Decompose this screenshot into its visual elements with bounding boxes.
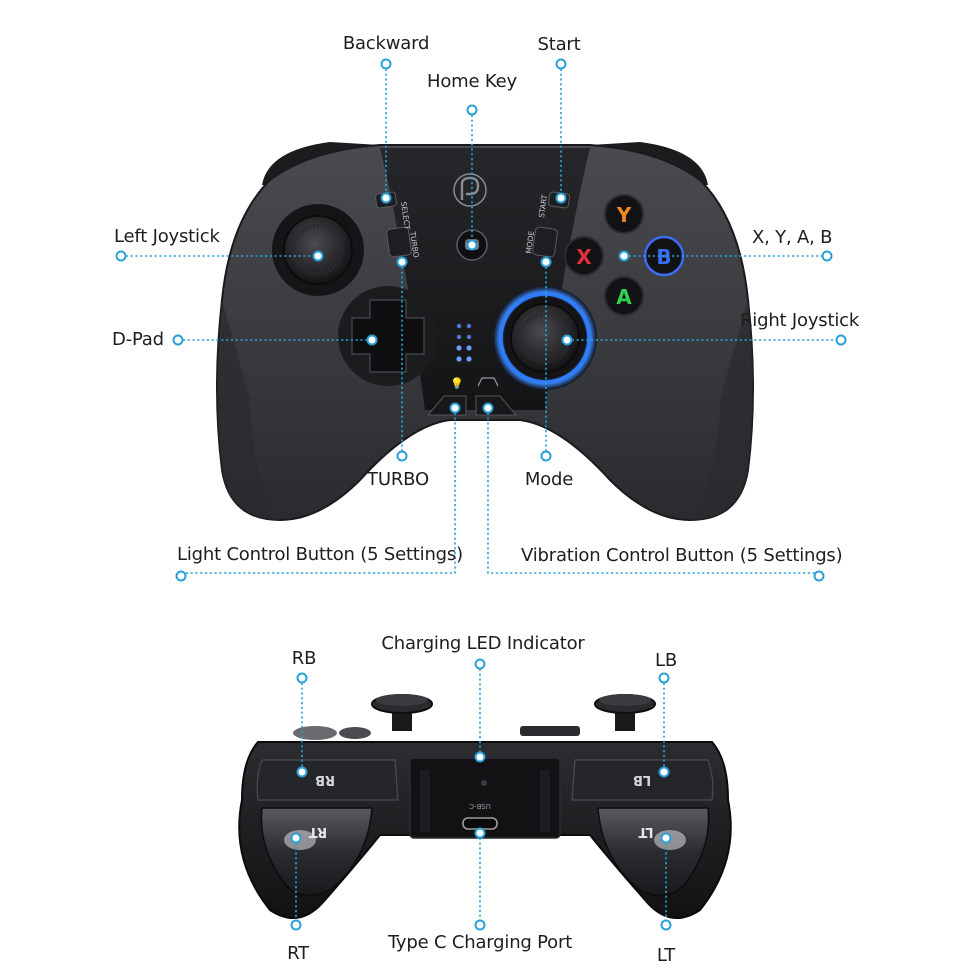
printed-select: SELECT [399, 201, 412, 231]
printed-start: START [537, 194, 549, 219]
right-joystick[interactable] [493, 286, 597, 390]
printed-lb: LB [633, 772, 651, 787]
rb-bumper[interactable] [256, 759, 399, 801]
charging-led [481, 780, 487, 786]
label-start: Start [537, 34, 581, 55]
label-charging-led: Charging LED Indicator [381, 633, 585, 654]
printed-rt: RT [309, 824, 327, 839]
rt-trigger[interactable] [260, 807, 373, 897]
lt-trigger[interactable] [597, 807, 710, 897]
light-bulb-icon: 💡 [450, 377, 464, 390]
label-lb: LB [655, 650, 677, 671]
label-home-key: Home Key [427, 71, 517, 92]
rear-controller: USB-C RB LB RT LT [238, 694, 732, 919]
svg-text:B: B [656, 245, 671, 269]
svg-text:A: A [616, 285, 632, 309]
face-buttons: Y X B A [564, 194, 685, 316]
svg-text:X: X [576, 245, 592, 269]
label-right-joystick: Right Joystick [740, 310, 860, 331]
d-pad[interactable] [338, 286, 438, 386]
label-type-c: Type C Charging Port [387, 932, 573, 953]
label-rt: RT [287, 943, 309, 964]
brand-logo-icon [453, 173, 487, 207]
label-turbo: TURBO [367, 469, 429, 490]
usb-c-port[interactable] [462, 817, 498, 830]
label-xyab: X, Y, A, B [752, 227, 833, 248]
label-lt: LT [656, 945, 676, 966]
label-mode: Mode [524, 469, 574, 490]
label-left-joystick: Left Joystick [114, 226, 220, 247]
x-button[interactable]: X [564, 236, 604, 276]
player-led-indicators [456, 323, 472, 362]
label-light-control: Light Control Button (5 Settings) [177, 544, 463, 565]
label-vibration-control: Vibration Control Button (5 Settings) [521, 545, 843, 566]
callout-lines [115, 58, 847, 931]
label-d-pad: D-Pad [112, 329, 164, 350]
rear-right-stick-top [594, 694, 656, 731]
label-rb: RB [291, 648, 317, 669]
front-controller: Y X B A 💡 SELECT [216, 142, 754, 522]
rear-left-stick-top [371, 694, 433, 731]
printed-mode: MODE [524, 230, 536, 254]
left-joystick[interactable] [272, 204, 364, 296]
turbo-button[interactable] [386, 226, 412, 258]
label-backward: Backward [342, 33, 430, 54]
printed-lt: LT [638, 824, 653, 839]
printed-rb: RB [315, 772, 335, 787]
printed-turbo: TURBO [408, 230, 421, 258]
y-button[interactable]: Y [604, 194, 644, 234]
mode-button[interactable] [532, 226, 558, 258]
vibration-icon [477, 377, 499, 387]
svg-text:Y: Y [616, 203, 632, 227]
printed-usb-c: USB-C [469, 802, 491, 810]
a-button[interactable]: A [604, 276, 644, 316]
lb-bumper[interactable] [571, 759, 714, 801]
